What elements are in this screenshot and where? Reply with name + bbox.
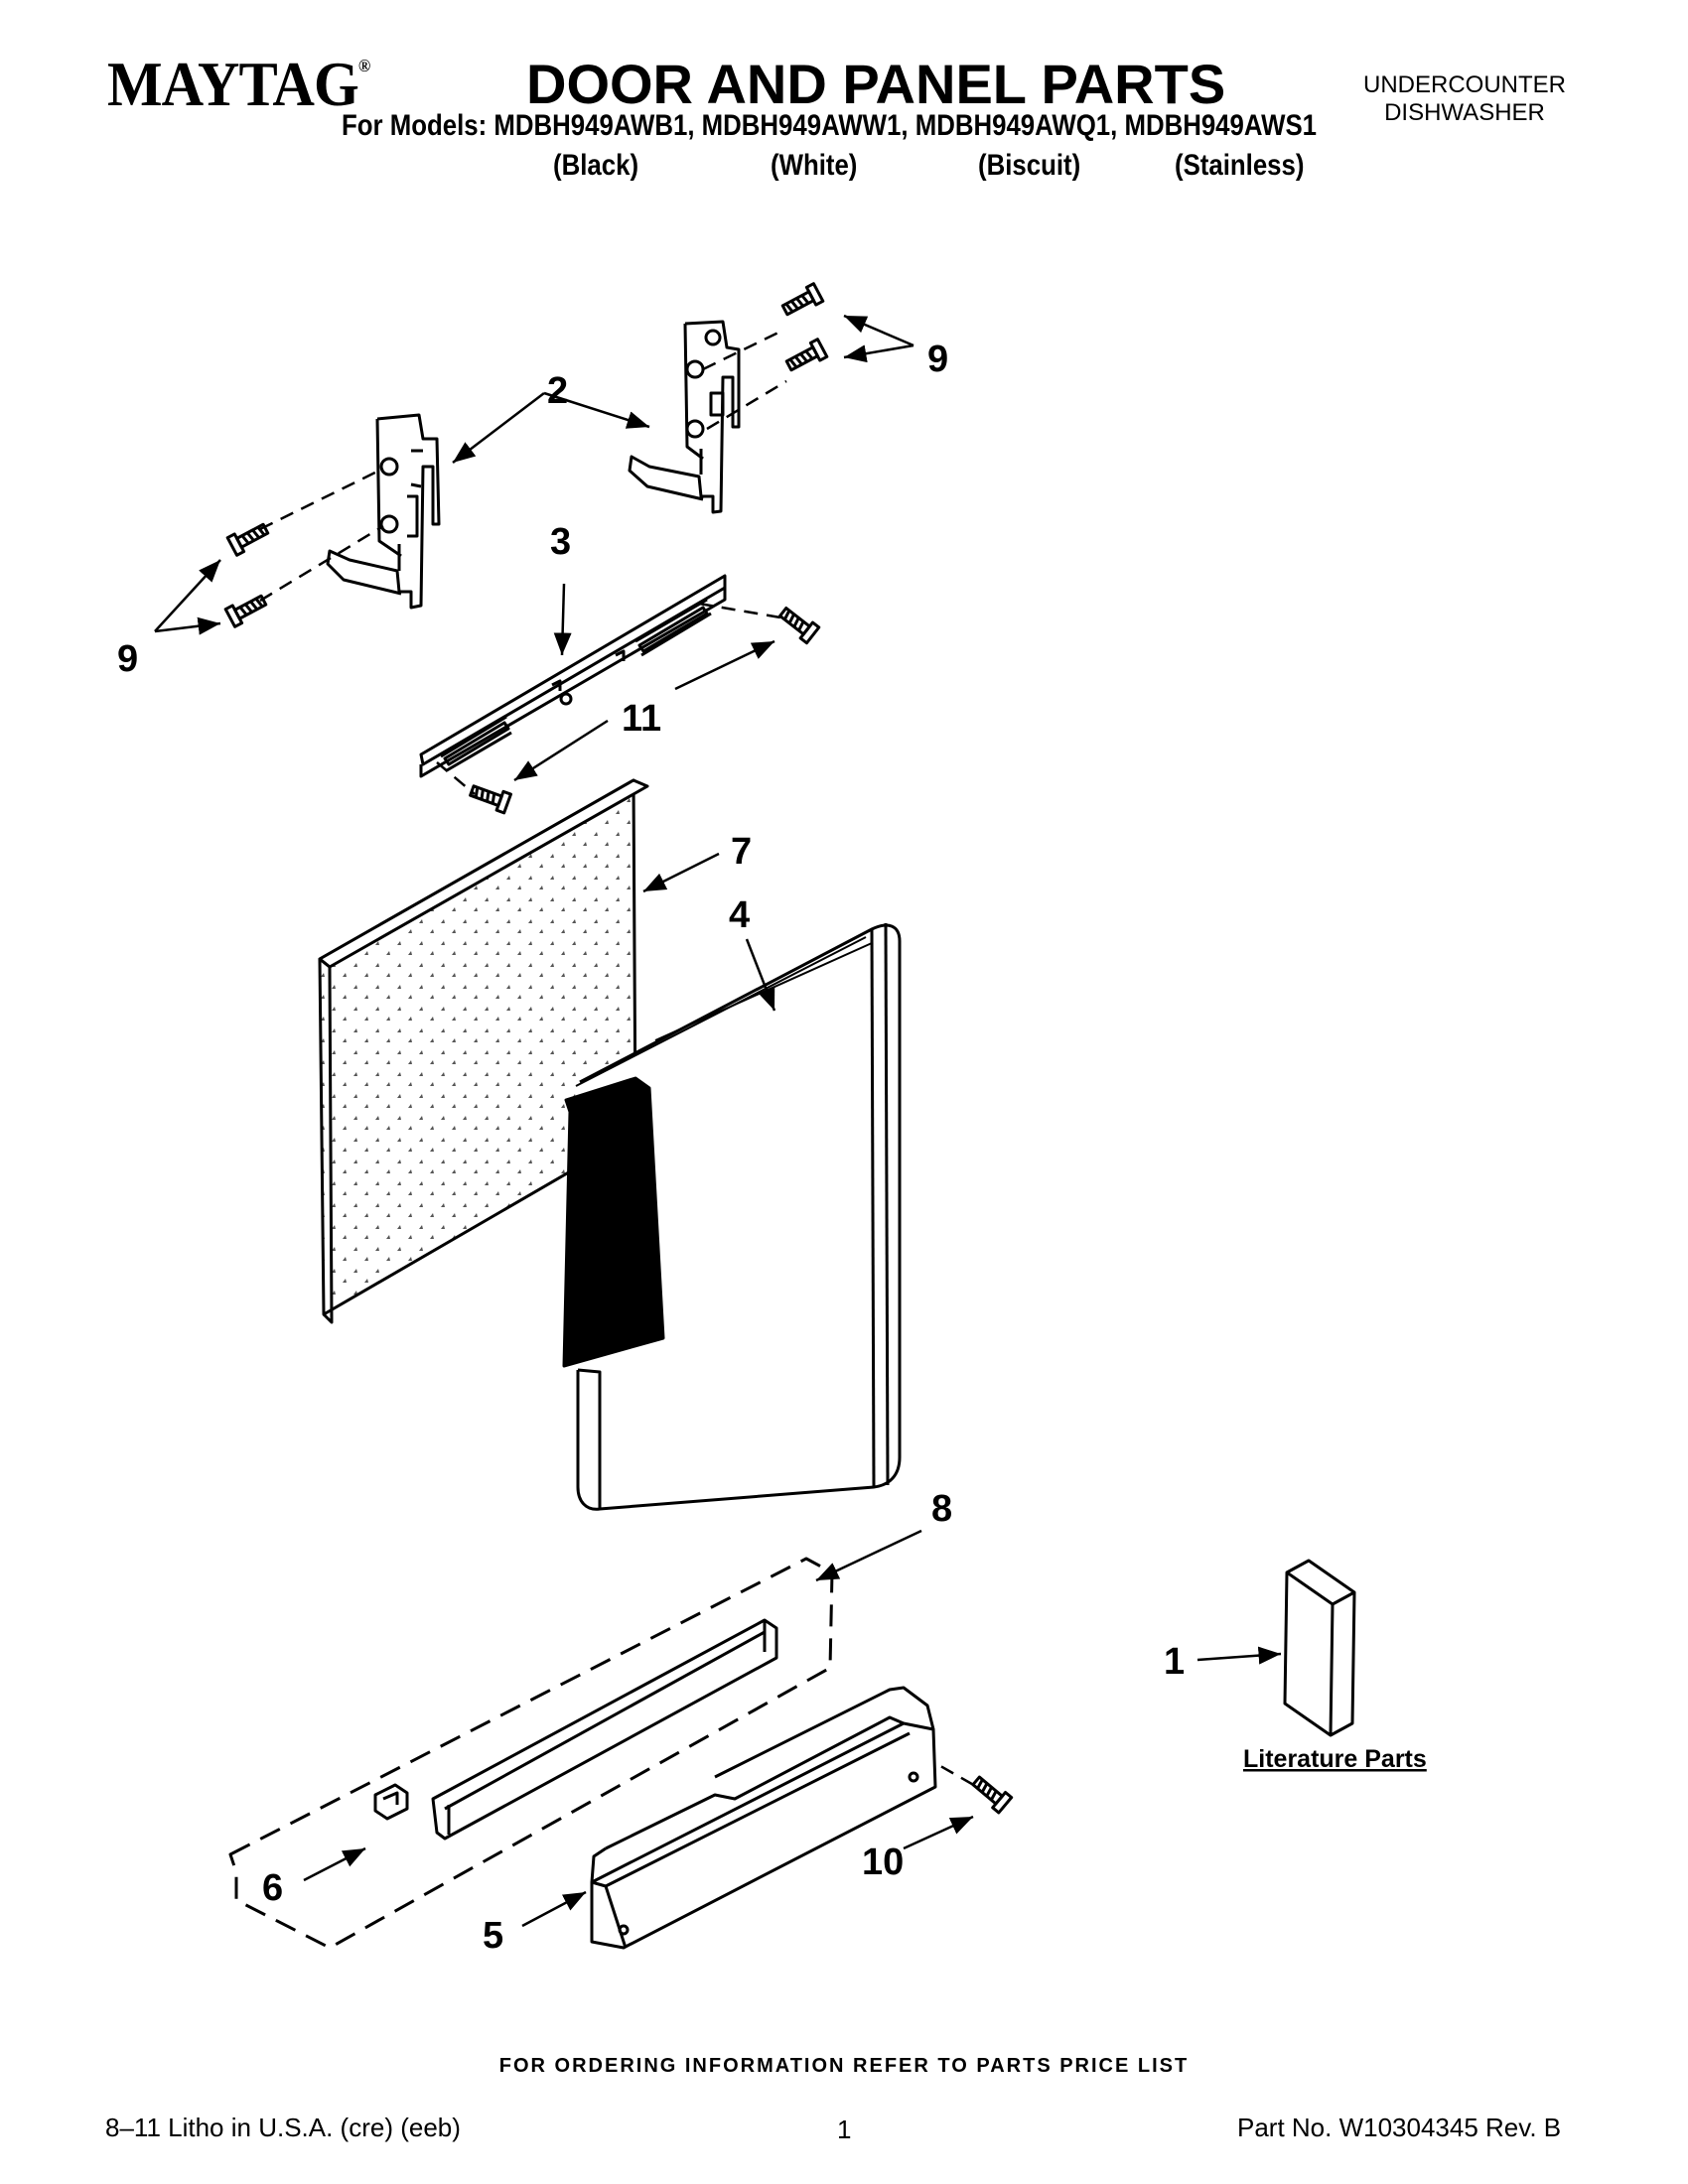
callout-8: 8 <box>931 1488 952 1530</box>
color-white: (White) <box>771 149 858 182</box>
part-number: Part No. W10304345 Rev. B <box>1237 2113 1562 2142</box>
hinge-bracket-right <box>628 320 741 514</box>
callout-3: 3 <box>550 521 571 563</box>
product-type-line2: DISHWASHER <box>1384 99 1545 126</box>
litho-info: 8–11 Litho in U.S.A. (cre) (eeb) <box>105 2113 461 2142</box>
callout-1: 1 <box>1164 1641 1185 1683</box>
leader-lines <box>154 314 1282 1928</box>
toe-panel <box>590 1686 937 1950</box>
callout-9-left: 9 <box>117 638 138 680</box>
color-black: (Black) <box>553 149 639 182</box>
registered-mark: ® <box>357 56 370 75</box>
color-biscuit: (Biscuit) <box>978 149 1081 182</box>
clip-6 <box>373 1783 409 1821</box>
callout-10: 10 <box>862 1842 904 1883</box>
callout-4: 4 <box>729 894 750 936</box>
product-type: UNDERCOUNTER DISHWASHER <box>1340 71 1589 127</box>
alignment-lines <box>259 328 978 1789</box>
brand-logo: MAYTAG® <box>107 48 370 121</box>
callout-6: 6 <box>262 1867 283 1909</box>
callout-9-right: 9 <box>927 339 948 380</box>
kit-outline-8 <box>228 1557 834 1950</box>
screw-11-left <box>469 784 512 815</box>
screw-9-upper-right-b <box>784 338 829 372</box>
page-title: DOOR AND PANEL PARTS <box>526 53 1226 115</box>
insulation-panel <box>318 778 649 1324</box>
ordering-note: FOR ORDERING INFORMATION REFER TO PARTS … <box>498 2055 1190 2077</box>
page-number: 1 <box>837 2115 852 2144</box>
callout-7: 7 <box>731 831 752 873</box>
brand-name: MAYTAG <box>107 49 359 119</box>
callout-11: 11 <box>622 698 661 740</box>
models-line: For Models: MDBH949AWB1, MDBH949AWW1, MD… <box>342 109 1318 142</box>
screw-10 <box>971 1775 1014 1815</box>
trim-strip <box>431 1618 778 1841</box>
door-trim-dark <box>562 1076 665 1368</box>
screw-9-upper-right-a <box>780 282 825 317</box>
screw-11-right <box>778 607 821 645</box>
callout-5: 5 <box>483 1915 503 1957</box>
hinge-bracket-left <box>326 413 441 610</box>
product-type-line1: UNDERCOUNTER <box>1363 71 1566 98</box>
outer-door-panel <box>575 922 902 1511</box>
screw-9-left-b <box>223 594 268 628</box>
screw-9-left-a <box>225 522 270 557</box>
door-brace <box>419 574 727 778</box>
literature-parts-label: Literature Parts <box>1243 1745 1427 1773</box>
literature-booklet <box>1283 1559 1356 1737</box>
color-stainless: (Stainless) <box>1175 149 1305 182</box>
callout-2: 2 <box>547 370 568 412</box>
